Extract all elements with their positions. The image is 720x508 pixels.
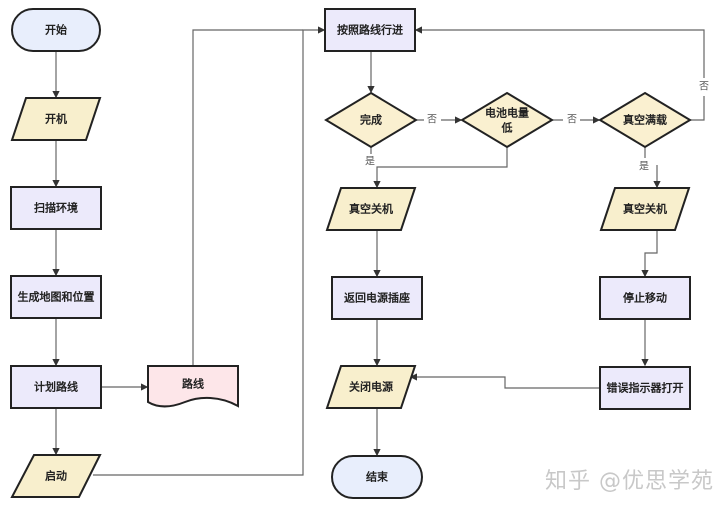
node-error-indicator: 错误指示器打开 [599, 366, 691, 410]
node-scan-env: 扫描环境 [10, 186, 102, 230]
node-gen-map-label: 生成地图和位置 [18, 290, 95, 304]
node-start: 开始 [11, 8, 101, 52]
node-gen-map: 生成地图和位置 [10, 275, 102, 319]
edge-full-loop [416, 30, 705, 121]
node-power-off-label: 关闭电源 [349, 380, 393, 394]
edge-launch-follow [93, 26, 326, 476]
node-start-label: 开始 [45, 23, 67, 37]
node-done-label: 完成 [360, 113, 382, 127]
node-battery-low-decision: 电池电量 低 [460, 91, 554, 149]
node-stop-moving-label: 停止移动 [623, 291, 667, 305]
watermark: 知乎 @优思学苑 [545, 469, 714, 494]
node-battery-low-label-1: 电池电量 [485, 106, 529, 120]
edge-label-battery-no: 否 [567, 114, 577, 126]
node-plan-route-label: 计划路线 [34, 380, 78, 394]
node-done-decision: 完成 [324, 91, 418, 149]
node-scan-env-label: 扫描环境 [34, 201, 78, 215]
edge-label-full-yes: 是 [639, 161, 649, 173]
node-power-on-label: 开机 [45, 112, 67, 126]
node-power-off: 关闭电源 [325, 365, 417, 409]
edge-label-full-no: 否 [699, 81, 709, 93]
node-plan-route: 计划路线 [10, 365, 102, 409]
node-launch-label: 启动 [45, 469, 67, 483]
node-follow-route-label: 按照路线行进 [337, 23, 403, 37]
node-vacuum-off-left-label: 真空关机 [349, 202, 393, 216]
node-return-socket: 返回电源插座 [331, 276, 423, 320]
edge-full-yes [644, 147, 657, 187]
node-power-on: 开机 [10, 97, 102, 141]
node-vacuum-full-decision: 真空满载 [598, 91, 692, 149]
edge-label-done-no: 否 [427, 114, 437, 126]
edge-voff-stop [641, 230, 658, 278]
node-end-label: 结束 [365, 470, 389, 484]
edge-route-follow [192, 29, 303, 366]
node-return-socket-label: 返回电源插座 [344, 291, 410, 305]
node-vacuum-off-left: 真空关机 [325, 187, 417, 231]
node-follow-route: 按照路线行进 [324, 8, 416, 52]
edge-label-done-yes: 是 [365, 156, 375, 168]
node-battery-low-label-2: 低 [501, 121, 513, 135]
edge-battery-yes [373, 147, 508, 189]
node-route-document-label: 路线 [182, 377, 204, 391]
node-vacuum-full-label: 真空满载 [623, 113, 667, 127]
edge-error-poweroff [409, 373, 600, 389]
node-vacuum-off-right-label: 真空关机 [623, 202, 667, 216]
node-end: 结束 [331, 455, 423, 499]
node-stop-moving: 停止移动 [599, 276, 691, 320]
node-launch: 启动 [10, 454, 102, 498]
node-vacuum-off-right: 真空关机 [599, 187, 691, 231]
node-error-indicator-label: 错误指示器打开 [607, 381, 684, 395]
node-route-document: 路线 [147, 365, 239, 408]
